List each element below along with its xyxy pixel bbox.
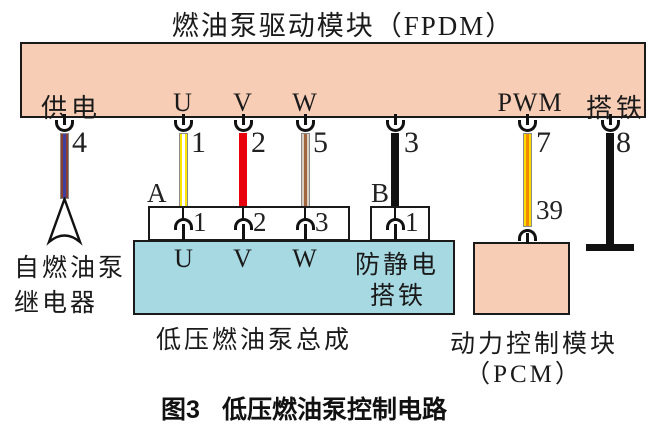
- figure-caption-label: 图3: [161, 396, 200, 424]
- fuel-pump-box: [133, 240, 455, 315]
- wire-b: [391, 133, 399, 207]
- ground-terminal-icon: [586, 244, 634, 251]
- wire-v: [239, 133, 247, 207]
- fpdm-label-w: W: [292, 88, 318, 117]
- connector-b-pin1-lead: [394, 208, 396, 219]
- fpdm-pin-stub-u: [181, 114, 185, 125]
- fpdm-pin-stub-ground: [608, 114, 612, 125]
- fpdm-pin-supply-icon: [54, 120, 74, 132]
- fpdm-pin-w-icon: [295, 120, 315, 132]
- fpdm-pin-pwm-icon: [517, 120, 537, 132]
- connector-a-pin1-number: 1: [193, 207, 207, 237]
- wire-pwm: [522, 133, 532, 227]
- connector-a-pin2-icon: [233, 218, 253, 230]
- figure-caption: 图3 低压燃油泵控制电路: [161, 390, 447, 426]
- relay-arrow-icon: [46, 197, 83, 246]
- fpdm-pin-stub-w: [303, 114, 307, 125]
- fpdm-pin-ground-icon: [600, 120, 620, 132]
- pump-label-w: W: [292, 244, 318, 273]
- diagram-title: 燃油泵驱动模块（FPDM）: [171, 11, 515, 41]
- fpdm-label-u: U: [173, 88, 193, 117]
- wire-number-1: 1: [191, 126, 206, 159]
- connector-a-label: A: [147, 178, 167, 208]
- wire-ground: [606, 133, 614, 245]
- wire-number-3: 3: [404, 126, 419, 159]
- wire-w: [300, 133, 310, 207]
- pcm-pin-icon: [517, 229, 537, 241]
- connector-a-pin3-number: 3: [315, 207, 329, 237]
- fpdm-label-v: V: [233, 88, 253, 117]
- fpdm-pin-stub-supply: [62, 114, 66, 125]
- connector-b-label: B: [371, 178, 390, 208]
- connector-a-pin3-lead: [304, 208, 306, 219]
- connector-a-pin3-icon: [295, 218, 315, 230]
- pump-caption: 低压燃油泵总成: [155, 327, 353, 354]
- connector-b-pin1-stub: [393, 224, 397, 241]
- wire-number-2: 2: [251, 126, 266, 159]
- pump-label-antistatic-line1: 防静电: [354, 252, 440, 279]
- figure-caption-title: 低压燃油泵控制电路: [221, 396, 447, 424]
- fpdm-module-box: [20, 42, 646, 118]
- fpdm-pin-stub-v: [241, 114, 245, 125]
- connector-b-pin1-icon: [385, 218, 405, 230]
- pcm-box: [473, 242, 570, 315]
- relay-label-line2: 继电器: [14, 290, 99, 317]
- pcm-pin-number: 39: [536, 195, 563, 225]
- connector-b-pin1-number: 1: [405, 207, 419, 237]
- wire-number-8: 8: [616, 126, 631, 159]
- fpdm-pin-stub-pwm: [525, 114, 529, 125]
- relay-label-line1: 自燃油泵: [14, 255, 127, 282]
- pump-label-antistatic-line2: 搭铁: [369, 283, 427, 310]
- pcm-caption-line1: 动力控制模块: [449, 331, 619, 358]
- fpdm-label-supply: 供电: [40, 94, 102, 123]
- wire-supply: [59, 133, 69, 199]
- connector-a-pin1-icon: [173, 218, 193, 230]
- fpdm-pin-v-icon: [233, 120, 253, 132]
- wire-u: [178, 133, 188, 207]
- connector-a-pin1-stub: [181, 224, 185, 241]
- connector-a-pin3-stub: [303, 224, 307, 241]
- connector-a-pin2-stub: [241, 224, 245, 241]
- wire-number-7: 7: [536, 126, 551, 159]
- pump-label-u: U: [174, 244, 194, 273]
- connector-a-pin2-lead: [242, 208, 244, 219]
- fpdm-pin-stub-b: [393, 114, 397, 125]
- connector-a-pin2-number: 2: [253, 207, 267, 237]
- wire-number-4: 4: [72, 126, 87, 159]
- pcm-caption-line2: （PCM）: [465, 361, 583, 388]
- fpdm-label-pwm: PWM: [497, 88, 563, 117]
- fpdm-label-ground: 搭铁: [585, 94, 647, 123]
- wire-number-5: 5: [313, 126, 328, 159]
- pump-label-v: V: [233, 244, 253, 273]
- fpdm-pin-b-icon: [385, 120, 405, 132]
- connector-a-pin1-lead: [182, 208, 184, 219]
- fpdm-pin-u-icon: [173, 120, 193, 132]
